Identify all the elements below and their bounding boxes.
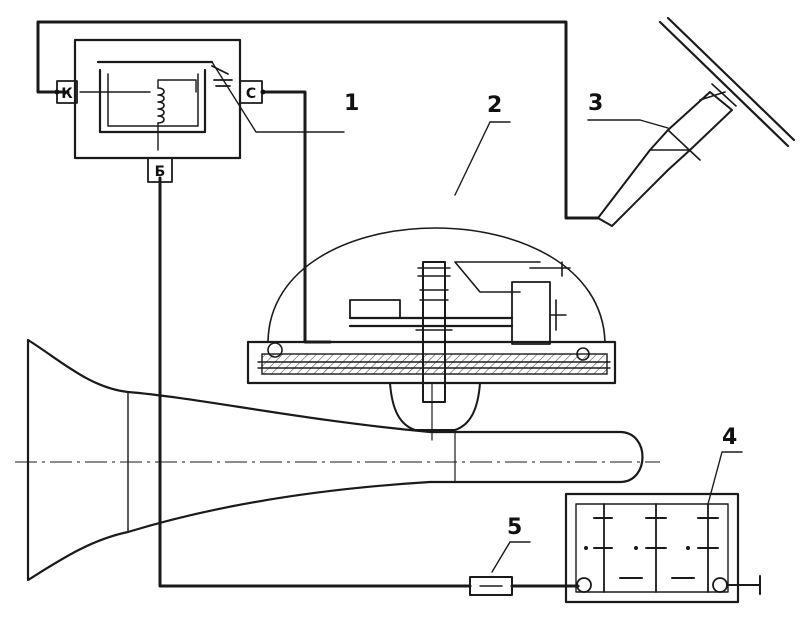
steering-column <box>597 91 733 227</box>
battery-cell-plugs <box>593 517 719 579</box>
callout-4-leader <box>707 451 743 505</box>
battery-terminal-negative <box>576 577 592 593</box>
horn-button-assembly: 3 <box>587 16 796 227</box>
callout-3: 3 <box>588 91 603 116</box>
capacitor <box>511 281 551 345</box>
callout-1-leader <box>211 61 345 133</box>
battery: 4 <box>564 425 761 604</box>
relay-contacts <box>211 65 233 87</box>
battery-case <box>564 492 740 604</box>
relay-core-inner <box>107 73 199 127</box>
relay-core-bracket <box>96 60 214 134</box>
horn-flange <box>246 340 617 385</box>
callout-1: 1 <box>344 91 359 116</box>
battery-terminal-positive <box>712 577 728 593</box>
battery-vent-dots <box>584 546 690 550</box>
terminal-c-label: С <box>246 86 256 102</box>
wire-k-to-horn-button <box>36 20 600 220</box>
flange-bolt-left <box>267 342 283 358</box>
terminal-k-dot <box>54 89 60 95</box>
callout-2: 2 <box>487 93 502 118</box>
callout-2-leader <box>454 121 511 196</box>
horn-membrane-lines <box>257 361 611 369</box>
relay-coil-leads <box>157 79 197 151</box>
horn-terminal <box>529 261 571 277</box>
callout-4: 4 <box>722 425 737 450</box>
horn-dome <box>267 227 606 343</box>
callout-5: 5 <box>507 515 522 540</box>
wiring <box>36 20 600 588</box>
horn: 2 <box>246 93 617 441</box>
terminal-c-dot <box>260 89 266 95</box>
wire-b-to-fuse <box>158 176 472 588</box>
breaker-arm <box>348 316 514 328</box>
trumpet-body <box>26 338 644 582</box>
steering-wheel <box>658 16 796 148</box>
callout-5-leader <box>491 541 531 573</box>
relay-coil <box>157 87 165 124</box>
trumpet <box>15 338 660 582</box>
central-stud <box>422 261 446 403</box>
horn-relay: К С Б <box>54 38 266 183</box>
terminal-k-label: К <box>61 86 73 102</box>
battery-inner <box>575 503 729 593</box>
stud-nuts <box>415 267 453 343</box>
terminal-b-label: Б <box>155 164 166 180</box>
fuse-body <box>469 576 513 596</box>
wire-c-to-horn <box>260 90 332 344</box>
flange-bolt-right <box>576 347 590 361</box>
horn-contact-spring <box>454 261 567 331</box>
horn-membrane <box>261 353 608 375</box>
fuse: 5 <box>469 515 531 596</box>
horn-base <box>389 382 481 431</box>
terminal-b <box>147 157 173 183</box>
battery-ground <box>726 575 761 595</box>
contact-block <box>349 299 401 319</box>
callout-3-leader <box>587 119 669 129</box>
horn-button <box>649 83 737 161</box>
